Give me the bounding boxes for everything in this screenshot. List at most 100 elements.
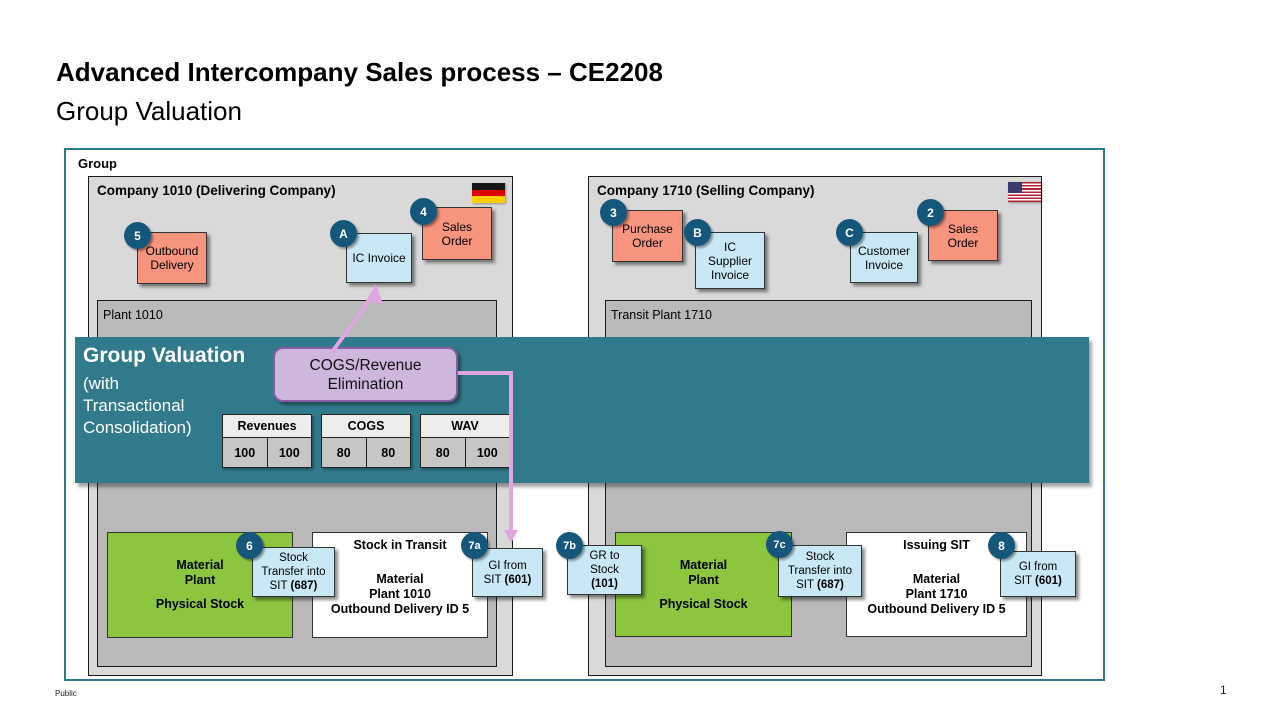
step-circle-7c: 7c — [766, 531, 793, 558]
footer-classification: Public — [55, 689, 77, 698]
action-tail: SIT — [269, 580, 291, 592]
physical-stock-label: Physical Stock — [155, 597, 245, 611]
table-cell: 100 — [234, 445, 256, 460]
company-1710-header: Company 1710 (Selling Company) — [597, 183, 815, 198]
step-circle-b: B — [684, 219, 711, 246]
white-line: Plant 1010 — [369, 587, 431, 601]
flag-stripe-black — [472, 183, 505, 190]
action-tail: SIT — [796, 579, 818, 591]
flag-stripe-gold — [472, 196, 505, 204]
germany-flag-icon — [472, 183, 505, 204]
plant-1010-label: Plant 1010 — [103, 308, 163, 322]
doc-line: IC — [724, 239, 736, 254]
movement-code: (687) — [290, 580, 318, 592]
doc-line: Supplier — [707, 253, 753, 268]
table-header: COGS — [322, 415, 410, 438]
band-subtitle: (with Transactional Consolidation) — [83, 373, 192, 439]
band-subtitle-line: (with — [83, 374, 119, 393]
cogs-revenue-elimination-box: COGS/Revenue Elimination — [273, 347, 458, 402]
action-line: SIT (601) — [484, 573, 532, 587]
step-circle-2: 2 — [917, 199, 944, 226]
white-line: Material — [376, 572, 424, 586]
flag-stripe-red — [472, 189, 505, 197]
step-circle-4: 4 — [410, 198, 437, 225]
doc-line: Order — [441, 233, 473, 248]
ic-supplier-invoice-box: IC Supplier Invoice — [695, 232, 765, 289]
doc-line: Sales — [947, 221, 979, 236]
step-circle-8: 8 — [988, 532, 1015, 559]
company-1010-header: Company 1010 (Delivering Company) — [97, 183, 336, 198]
transit-plant-1710-label: Transit Plant 1710 — [611, 308, 712, 322]
wav-table: WAV 80 100 — [420, 414, 510, 468]
gi-from-sit-601-box-1710: GI from SIT (601) — [1000, 551, 1076, 597]
stock-in-transit-lines: Material Plant 1010 Outbound Delivery ID… — [313, 572, 487, 617]
action-line: Transfer into — [787, 565, 853, 577]
revenues-table: Revenues 100 100 — [222, 414, 312, 468]
sales-order-1010-box: Sales Order — [422, 207, 492, 260]
doc-line: Invoice — [864, 257, 904, 272]
doc-line: Outbound — [145, 244, 199, 258]
band-subtitle-line: Consolidation) — [83, 418, 192, 437]
doc-line: Delivery — [150, 258, 194, 272]
action-line: SIT (601) — [1014, 574, 1062, 588]
gi-from-sit-601-box-1010: GI from SIT (601) — [472, 548, 543, 597]
purchase-order-box: Purchase Order — [612, 210, 683, 262]
issuing-sit-lines: Material Plant 1710 Outbound Delivery ID… — [847, 572, 1026, 617]
action-line: SIT (687) — [796, 578, 844, 592]
stock-transfer-sit-687-box-1710: Stock Transfer into SIT (687) — [778, 545, 862, 597]
green-line: Plant — [184, 573, 216, 587]
material-plant-title: Material Plant — [680, 558, 727, 588]
action-tail: SIT — [1014, 575, 1036, 587]
action-tail: SIT — [483, 573, 505, 586]
white-line: Material — [912, 572, 961, 586]
step-circle-a: A — [330, 220, 357, 247]
action-line: Stock — [279, 552, 308, 564]
valuation-tables: Revenues 100 100 COGS 80 80 WAV 80 100 — [222, 414, 510, 468]
action-line: GI from — [1018, 561, 1058, 573]
action-line: GR to — [589, 550, 620, 562]
customer-invoice-box: Customer Invoice — [850, 232, 918, 283]
material-plant-title: Material Plant — [176, 558, 223, 588]
page-number: 1 — [1220, 683, 1227, 697]
step-circle-7a: 7a — [461, 532, 488, 559]
slide-title: Advanced Intercompany Sales process – CE… — [56, 57, 663, 87]
doc-line: Invoice — [710, 267, 750, 282]
doc-line: Sales — [441, 219, 473, 234]
band-subtitle-line: Transactional — [83, 396, 185, 415]
ic-invoice-box: IC Invoice — [346, 233, 412, 283]
flag-canton — [1008, 182, 1022, 193]
action-line: SIT (687) — [270, 579, 318, 593]
table-cell: 80 — [336, 445, 351, 460]
movement-code: (101) — [591, 578, 618, 590]
green-line: Material — [176, 558, 224, 572]
gr-to-stock-101-box: GR to Stock (101) — [567, 545, 642, 595]
action-line: Stock — [590, 564, 619, 576]
action-line: Transfer into — [261, 566, 326, 578]
movement-code: (601) — [1035, 575, 1062, 587]
doc-line: Purchase — [622, 222, 673, 236]
step-circle-6: 6 — [236, 532, 263, 559]
cogs-table: COGS 80 80 — [321, 414, 411, 468]
issuing-sit-header: Issuing SIT — [903, 538, 970, 552]
white-line: Outbound Delivery ID 5 — [867, 602, 1006, 616]
physical-stock-label: Physical Stock — [659, 596, 748, 611]
stock-transfer-sit-687-box-1010: Stock Transfer into SIT (687) — [252, 547, 335, 597]
movement-code: (687) — [817, 579, 844, 591]
green-line: Material — [679, 557, 728, 572]
action-line: GI from — [488, 559, 527, 572]
step-circle-3: 3 — [600, 199, 627, 226]
band-title: Group Valuation — [83, 344, 246, 367]
white-line: Plant 1710 — [905, 587, 968, 601]
doc-line: Order — [947, 235, 979, 250]
group-label: Group — [78, 156, 117, 171]
table-cell: 80 — [435, 445, 450, 460]
table-cell: 80 — [365, 438, 411, 467]
step-circle-7b: 7b — [556, 532, 583, 559]
usa-flag-icon — [1008, 182, 1041, 202]
slide-subtitle: Group Valuation — [56, 96, 242, 126]
action-line: Stock — [805, 551, 835, 563]
green-line: Plant — [688, 572, 719, 587]
action-line: (101) — [591, 577, 618, 591]
movement-code: (601) — [504, 573, 532, 586]
